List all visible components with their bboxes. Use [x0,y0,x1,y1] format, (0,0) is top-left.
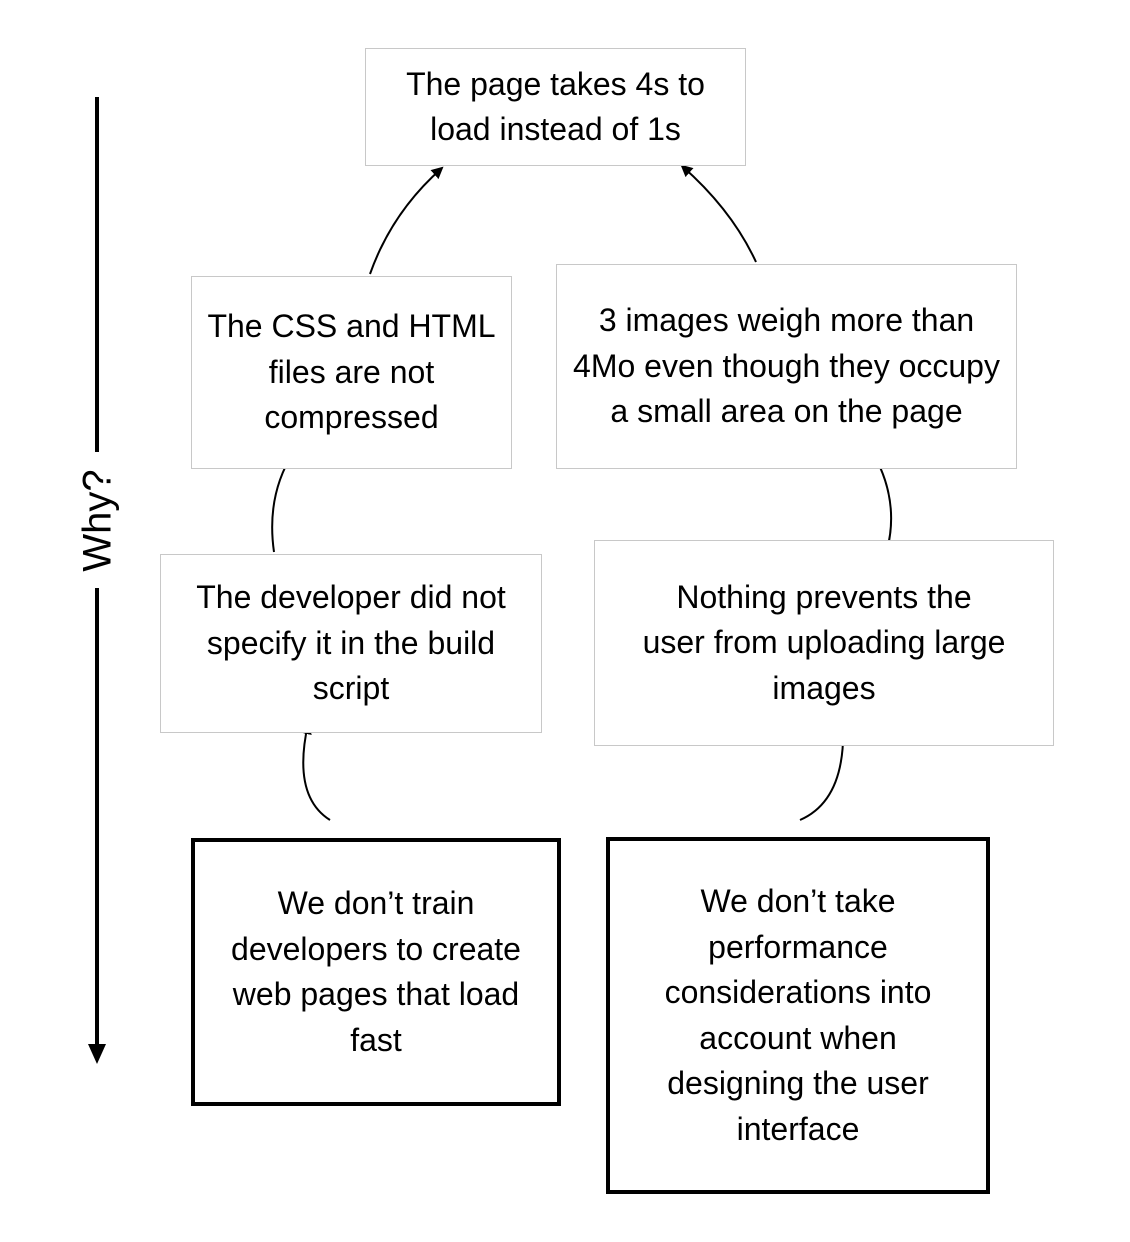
arrow-css-to-problem [369,166,444,275]
why-label-text: Why? [75,468,120,572]
root-cause-text-training: We don’t train developers to create web … [231,885,521,1058]
root-cause-box-training: We don’t train developers to create web … [191,838,561,1106]
problem-text: The page takes 4s to load instead of 1s [406,65,705,148]
cause-box-upload: Nothing prevents the user from uploading… [594,540,1054,746]
cause-box-css-html: The CSS and HTML files are not compresse… [191,276,512,469]
cause-text-images: 3 images weigh more than 4Mo even though… [573,302,1000,430]
root-cause-box-design: We don’t take performance considerations… [606,837,990,1194]
cause-text-build-script: The developer did not specify it in the … [196,579,506,707]
arrow-images-to-problem [680,164,757,263]
why-label: Why? [62,452,134,588]
problem-box: The page takes 4s to load instead of 1s [365,48,746,166]
cause-text-upload: Nothing prevents the user from uploading… [642,578,1006,706]
root-cause-text-design: We don’t take performance considerations… [664,883,932,1147]
cause-box-build-script: The developer did not specify it in the … [160,554,542,733]
cause-box-images: 3 images weigh more than 4Mo even though… [556,264,1017,469]
why-axis-arrowhead [88,1044,106,1064]
cause-text-css-html: The CSS and HTML files are not compresse… [207,308,496,436]
arrow-root-left-to-build-script [299,722,331,821]
